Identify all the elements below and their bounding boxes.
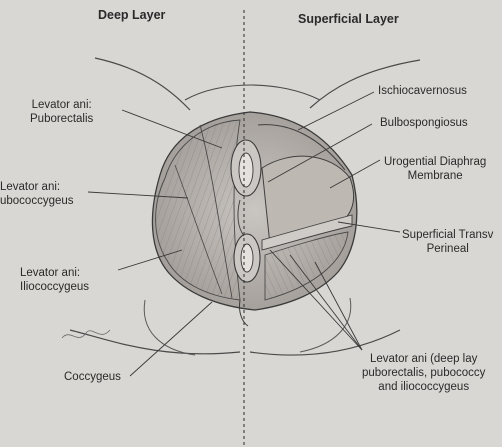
left-thigh-contour	[94, 57, 191, 111]
ischiocavernosus-muscle	[257, 124, 346, 171]
leader-pubococcygeus	[87, 191, 189, 199]
leader-ischiocavernosus	[297, 91, 375, 131]
label-ischiocavernosus: Ischiocavernosus	[378, 85, 467, 97]
leader-levator-deep-1	[269, 249, 363, 351]
left-buttock-lower	[143, 299, 196, 356]
superficial-layer-heading: Superficial Layer	[298, 12, 399, 26]
label-puborectalis: Levator ani: Puborectalis	[30, 99, 94, 125]
leader-iliococcygeus	[117, 249, 183, 271]
right-thigh-contour	[309, 59, 421, 109]
label-iliococcygeus: Levator ani: Iliococcygeus	[20, 267, 90, 293]
left-levator-muscle	[155, 119, 241, 301]
leader-coccygeus	[129, 301, 213, 377]
transverse-perineal-band	[261, 214, 353, 251]
leader-bulbospongiosus	[267, 123, 373, 183]
label-levator-deep: Levator ani (deep lay puborectalis, pubo…	[362, 353, 486, 393]
leader-urogenital	[329, 159, 381, 189]
right-buttock-lower	[299, 297, 352, 353]
leader-transverse	[337, 221, 401, 233]
left-muscle-band	[199, 124, 233, 299]
leader-puborectalis	[121, 109, 223, 149]
right-levator-deep	[264, 231, 349, 301]
right-buttock-contour	[249, 329, 401, 356]
left-muscle-band-2	[174, 164, 223, 295]
label-urogenital: Urogential Diaphrag Membrane	[384, 156, 487, 182]
leader-levator-deep-3	[314, 261, 363, 351]
leader-levator-deep-2	[289, 254, 363, 351]
anal-inner	[240, 243, 254, 273]
deep-layer-heading: Deep Layer	[98, 8, 166, 22]
mons-contour	[184, 84, 321, 101]
vaginal-inner	[238, 152, 254, 188]
label-coccygeus: Coccygeus	[64, 371, 121, 383]
coccyx-tip	[239, 299, 249, 327]
label-pubococcygeus: Levator ani: ubococcygeus	[0, 181, 74, 207]
artist-signature	[61, 329, 111, 339]
label-bulbospongiosus: Bulbospongiosus	[380, 117, 468, 129]
perineal-body	[237, 199, 245, 237]
label-transverse: Superficial Transv Perineal	[402, 229, 494, 255]
left-buttock-contour	[69, 329, 241, 355]
